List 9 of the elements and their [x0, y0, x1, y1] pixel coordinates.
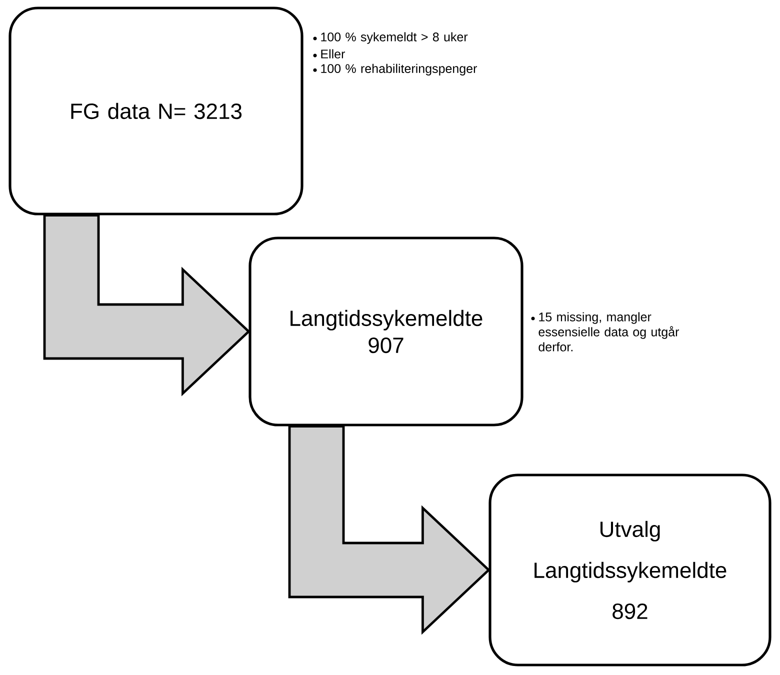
- block-arrow: [43, 214, 250, 396]
- process-box: FG data N= 3213: [8, 6, 304, 216]
- bullet-text: 100 % rehabiliteringspenger: [321, 64, 477, 76]
- process-box: Langtidssykemeldte 907: [248, 236, 524, 426]
- block-arrow: [288, 425, 490, 635]
- bullet-text: Eller: [321, 49, 345, 58]
- process-box: Utvalg Langtidssykemeldte 892: [488, 474, 772, 666]
- bullet-text: 15 missing, mangler essensielle data og utgår derfor.: [538, 312, 679, 352]
- bullet-text: 100 % sykemeldt > 8 uker: [321, 32, 468, 44]
